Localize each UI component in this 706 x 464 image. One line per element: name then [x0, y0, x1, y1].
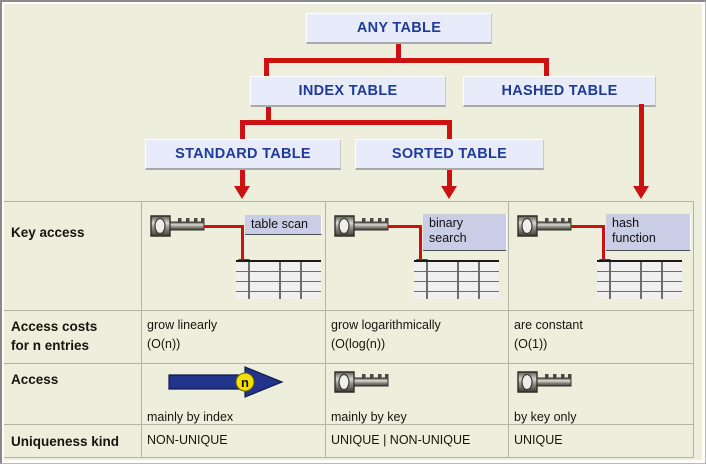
comparison-grid: Key access Access costs for n entries Ac… [4, 201, 702, 460]
access-cost-hashed-line1: are constant [514, 318, 583, 332]
node-sorted-table[interactable]: SORTED TABLE [355, 139, 544, 170]
node-any-table-label: ANY TABLE [356, 20, 442, 36]
access-cost-standard-line1: grow linearly [147, 318, 218, 332]
grid-rule-mid2 [4, 363, 694, 364]
node-sorted-table-label: SORTED TABLE [391, 146, 508, 162]
callout-hash-function: hash function [606, 214, 691, 251]
node-standard-table-label: STANDARD TABLE [175, 146, 311, 162]
connector-to-hashed [544, 58, 549, 78]
node-index-table-label: INDEX TABLE [298, 83, 398, 99]
key-icon [334, 215, 389, 237]
connector-to-index [264, 58, 269, 78]
access-caption-sorted: mainly by key [331, 410, 407, 424]
access-cost-sorted-line2: (O(log(n)) [331, 337, 386, 351]
connector-any-stem [396, 44, 401, 62]
node-hashed-table[interactable]: HASHED TABLE [463, 76, 656, 107]
arrowhead-hashed-icon [633, 186, 649, 199]
key-icon [517, 215, 572, 237]
connector-index-bus [240, 120, 452, 125]
connector-to-standard [240, 120, 245, 141]
access-cost-sorted-line1: grow logarithmically [331, 318, 441, 332]
access-cost-standard-line2: (O(n)) [147, 337, 181, 351]
callout-connector-standard-v [241, 225, 244, 265]
callout-connector-hashed-h [571, 225, 605, 228]
blue-n-arrow-icon: n [168, 366, 284, 398]
callout-connector-standard-h [204, 225, 244, 228]
connector-hashed-down [639, 104, 644, 189]
key-icon [150, 215, 205, 237]
uniqueness-standard: NON-UNIQUE [147, 433, 228, 447]
arrowhead-standard-icon [234, 186, 250, 199]
node-any-table[interactable]: ANY TABLE [306, 13, 492, 44]
row-label-access: Access [11, 372, 59, 387]
callout-table-scan: table scan [245, 215, 322, 235]
node-standard-table[interactable]: STANDARD TABLE [145, 139, 341, 170]
node-hashed-table-label: HASHED TABLE [501, 83, 618, 99]
callout-connector-sorted-h [388, 225, 422, 228]
uniqueness-sorted: UNIQUE | NON-UNIQUE [331, 433, 471, 447]
access-caption-hashed: by key only [514, 410, 577, 424]
svg-text:n: n [241, 375, 249, 390]
connector-standard-down [240, 170, 245, 189]
callout-connector-sorted-v [419, 225, 422, 265]
row-label-uniqueness-kind: Uniqueness kind [11, 434, 120, 449]
mini-table-sorted-icon [414, 260, 499, 299]
callout-connector-hashed-v [602, 225, 605, 265]
grid-rule-mid3 [4, 424, 694, 425]
node-index-table[interactable]: INDEX TABLE [250, 76, 446, 107]
grid-col-divider-1 [141, 201, 142, 457]
connector-any-bus [264, 58, 549, 63]
row-label-for-n-entries: for n entries [11, 338, 90, 353]
connector-to-sorted [447, 120, 452, 141]
arrowhead-sorted-icon [441, 186, 457, 199]
grid-col-divider-4 [693, 201, 694, 457]
uniqueness-hashed: UNIQUE [514, 433, 563, 447]
grid-rule-mid1 [4, 310, 694, 311]
grid-rule-top [4, 201, 694, 202]
callout-binary-search: binary search [423, 214, 507, 251]
connector-sorted-down [447, 170, 452, 189]
access-caption-standard: mainly by index [147, 410, 234, 424]
connector-index-stem [266, 107, 271, 124]
access-cost-hashed-line2: (O(1)) [514, 337, 548, 351]
mini-table-standard-icon [236, 260, 321, 299]
row-label-key-access: Key access [11, 225, 85, 240]
row-label-access-costs: Access costs [11, 319, 98, 334]
mini-table-hashed-icon [597, 260, 682, 299]
grid-col-divider-2 [325, 201, 326, 457]
grid-rule-bottom [4, 457, 694, 458]
key-icon [517, 371, 572, 393]
key-icon [334, 371, 389, 393]
grid-col-divider-3 [508, 201, 509, 457]
